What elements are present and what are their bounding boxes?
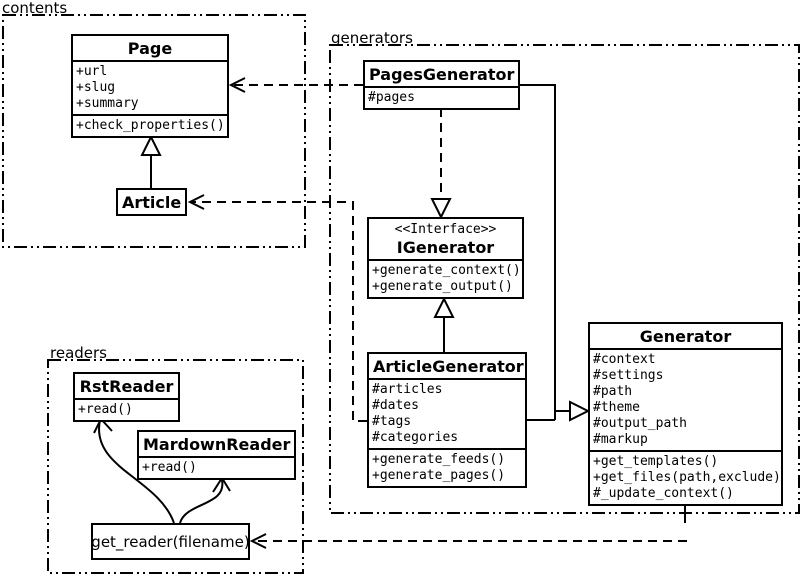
contents-package-label: contents bbox=[2, 0, 68, 17]
class-articlegenerator-methods: +generate_feeds()+generate_pages() bbox=[369, 450, 525, 486]
class-rstreader-methods: +read() bbox=[75, 400, 178, 420]
member-text: #context bbox=[593, 352, 656, 367]
class-rstreader-name: RstReader bbox=[75, 374, 178, 400]
class-mardownreader[interactable]: MardownReader +read() bbox=[137, 430, 296, 480]
member-text: #settings bbox=[593, 368, 664, 383]
class-generator-name: Generator bbox=[590, 324, 781, 350]
class-articlegenerator-name: ArticleGenerator bbox=[369, 354, 525, 380]
member-text: +generate_output() bbox=[372, 279, 513, 294]
class-page-name: Page bbox=[73, 36, 227, 62]
class-page[interactable]: Page +url+slug+summary +check_properties… bbox=[71, 34, 229, 138]
arrowhead-open-page bbox=[228, 77, 246, 93]
member-text: +check_properties() bbox=[76, 118, 225, 133]
member-text: #pages bbox=[368, 90, 415, 105]
edge-getreader-rstreader bbox=[98, 419, 175, 524]
arrowhead-open-article bbox=[187, 194, 205, 210]
readers-package-label: readers bbox=[50, 344, 107, 362]
arrowhead-open-getreader bbox=[249, 533, 267, 549]
member-text: +generate_feeds() bbox=[372, 452, 506, 467]
member-text: +read() bbox=[78, 402, 133, 417]
class-pagesgenerator-name: PagesGenerator bbox=[365, 62, 518, 88]
member-text: +get_files(path,exclude) bbox=[593, 470, 781, 485]
member-text: #articles bbox=[372, 382, 443, 397]
class-igenerator-name: IGenerator bbox=[396, 238, 495, 257]
function-get-reader[interactable]: get_reader(filename) bbox=[91, 523, 250, 560]
class-mardownreader-methods: +read() bbox=[139, 458, 294, 478]
member-text: #tags bbox=[372, 414, 412, 429]
class-generator-methods: +get_templates()+get_files(path,exclude)… bbox=[590, 452, 781, 504]
member-text: #dates bbox=[372, 398, 419, 413]
class-articlegenerator[interactable]: ArticleGenerator #articles#dates#tags#ca… bbox=[367, 352, 527, 488]
class-article-name: Article bbox=[122, 193, 182, 212]
class-igenerator-methods: +generate_context()+generate_output() bbox=[369, 261, 522, 297]
class-article[interactable]: Article bbox=[116, 188, 187, 216]
member-text: +summary bbox=[76, 96, 139, 111]
member-text: +read() bbox=[142, 460, 197, 475]
member-text: +get_templates() bbox=[593, 454, 719, 469]
member-text: #_update_context() bbox=[593, 486, 734, 501]
class-igenerator-stereotype: <<Interface>> bbox=[394, 222, 497, 237]
member-text: #theme bbox=[593, 400, 640, 415]
member-text: +url bbox=[76, 64, 108, 79]
generators-package-border bbox=[329, 44, 800, 514]
member-text: +slug bbox=[76, 80, 116, 95]
arrowhead-triangle-igenerator-bottom bbox=[433, 296, 455, 318]
member-text: #path bbox=[593, 384, 633, 399]
edge-pagesgenerator-generator bbox=[520, 84, 556, 420]
class-articlegenerator-attributes: #articles#dates#tags#categories bbox=[369, 380, 525, 450]
class-generator[interactable]: Generator #context#settings#path#theme#o… bbox=[588, 322, 783, 506]
readers-package-border bbox=[47, 359, 304, 574]
member-text: +generate_pages() bbox=[372, 468, 506, 483]
contents-package-border bbox=[2, 14, 306, 248]
arrowhead-triangle-page bbox=[140, 134, 162, 156]
generators-package-label: generators bbox=[331, 29, 413, 47]
member-text: #output_path bbox=[593, 416, 687, 431]
class-pagesgenerator-attributes: #pages bbox=[365, 88, 518, 108]
class-pagesgenerator[interactable]: PagesGenerator #pages bbox=[363, 60, 520, 110]
member-text: +generate_context() bbox=[372, 263, 521, 278]
class-igenerator[interactable]: <<Interface>> IGenerator +generate_conte… bbox=[367, 217, 524, 299]
member-text: #markup bbox=[593, 432, 648, 447]
member-text: #categories bbox=[372, 430, 459, 445]
class-generator-attributes: #context#settings#path#theme#output_path… bbox=[590, 350, 781, 452]
arrowhead-triangle-igenerator-top bbox=[430, 198, 452, 220]
edge-getreader-mardownreader bbox=[179, 479, 224, 524]
function-get-reader-label: get_reader(filename) bbox=[91, 532, 250, 551]
class-mardownreader-name: MardownReader bbox=[139, 432, 294, 458]
class-page-methods: +check_properties() bbox=[73, 116, 227, 136]
edge-articlegenerator-article bbox=[192, 201, 367, 422]
class-rstreader[interactable]: RstReader +read() bbox=[73, 372, 180, 422]
class-page-attributes: +url+slug+summary bbox=[73, 62, 227, 116]
arrowhead-triangle-generator bbox=[569, 400, 591, 422]
